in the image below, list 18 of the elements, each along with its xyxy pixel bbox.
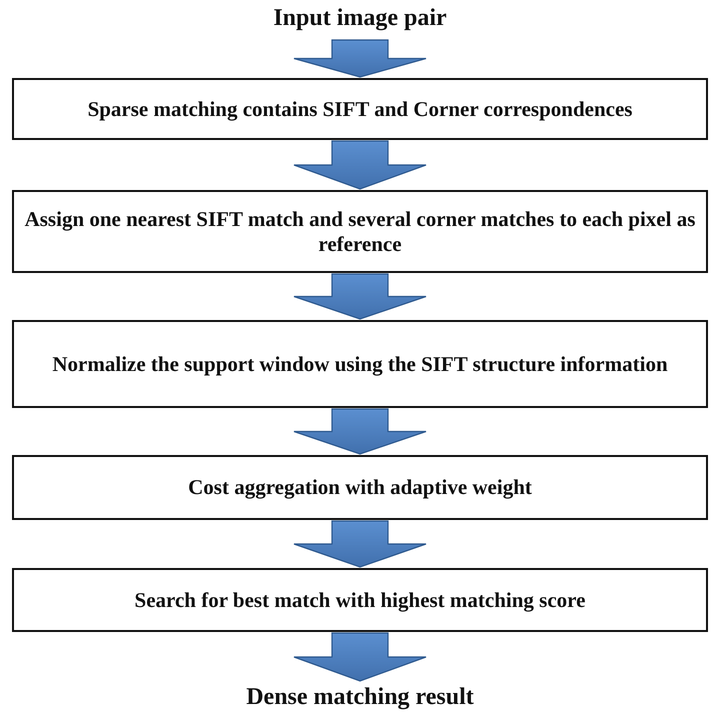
step-text: Cost aggregation with adaptive weight xyxy=(187,475,533,500)
block-arrow xyxy=(293,140,427,190)
step-text: Search for best match with highest matching score xyxy=(134,588,586,612)
step-text: Normalize the support window using the SIFT structure information xyxy=(51,352,669,376)
process-box xyxy=(12,568,708,632)
terminal-text: Input image pair xyxy=(272,5,448,33)
block-arrow xyxy=(293,632,427,682)
process-box xyxy=(12,190,708,273)
block-arrow xyxy=(293,39,427,78)
process-box xyxy=(12,78,708,140)
step-text: Sparse matching contains SIFT and Corner correspondences xyxy=(86,96,634,122)
step-text: Assign one nearest SIFT match and several corner matches to each pixel as reference xyxy=(24,207,696,256)
block-arrow xyxy=(293,408,427,455)
process-box xyxy=(12,320,708,408)
block-arrow xyxy=(293,273,427,320)
block-arrow xyxy=(293,520,427,568)
process-box xyxy=(12,455,708,520)
terminal-text: Dense matching result xyxy=(245,684,475,712)
